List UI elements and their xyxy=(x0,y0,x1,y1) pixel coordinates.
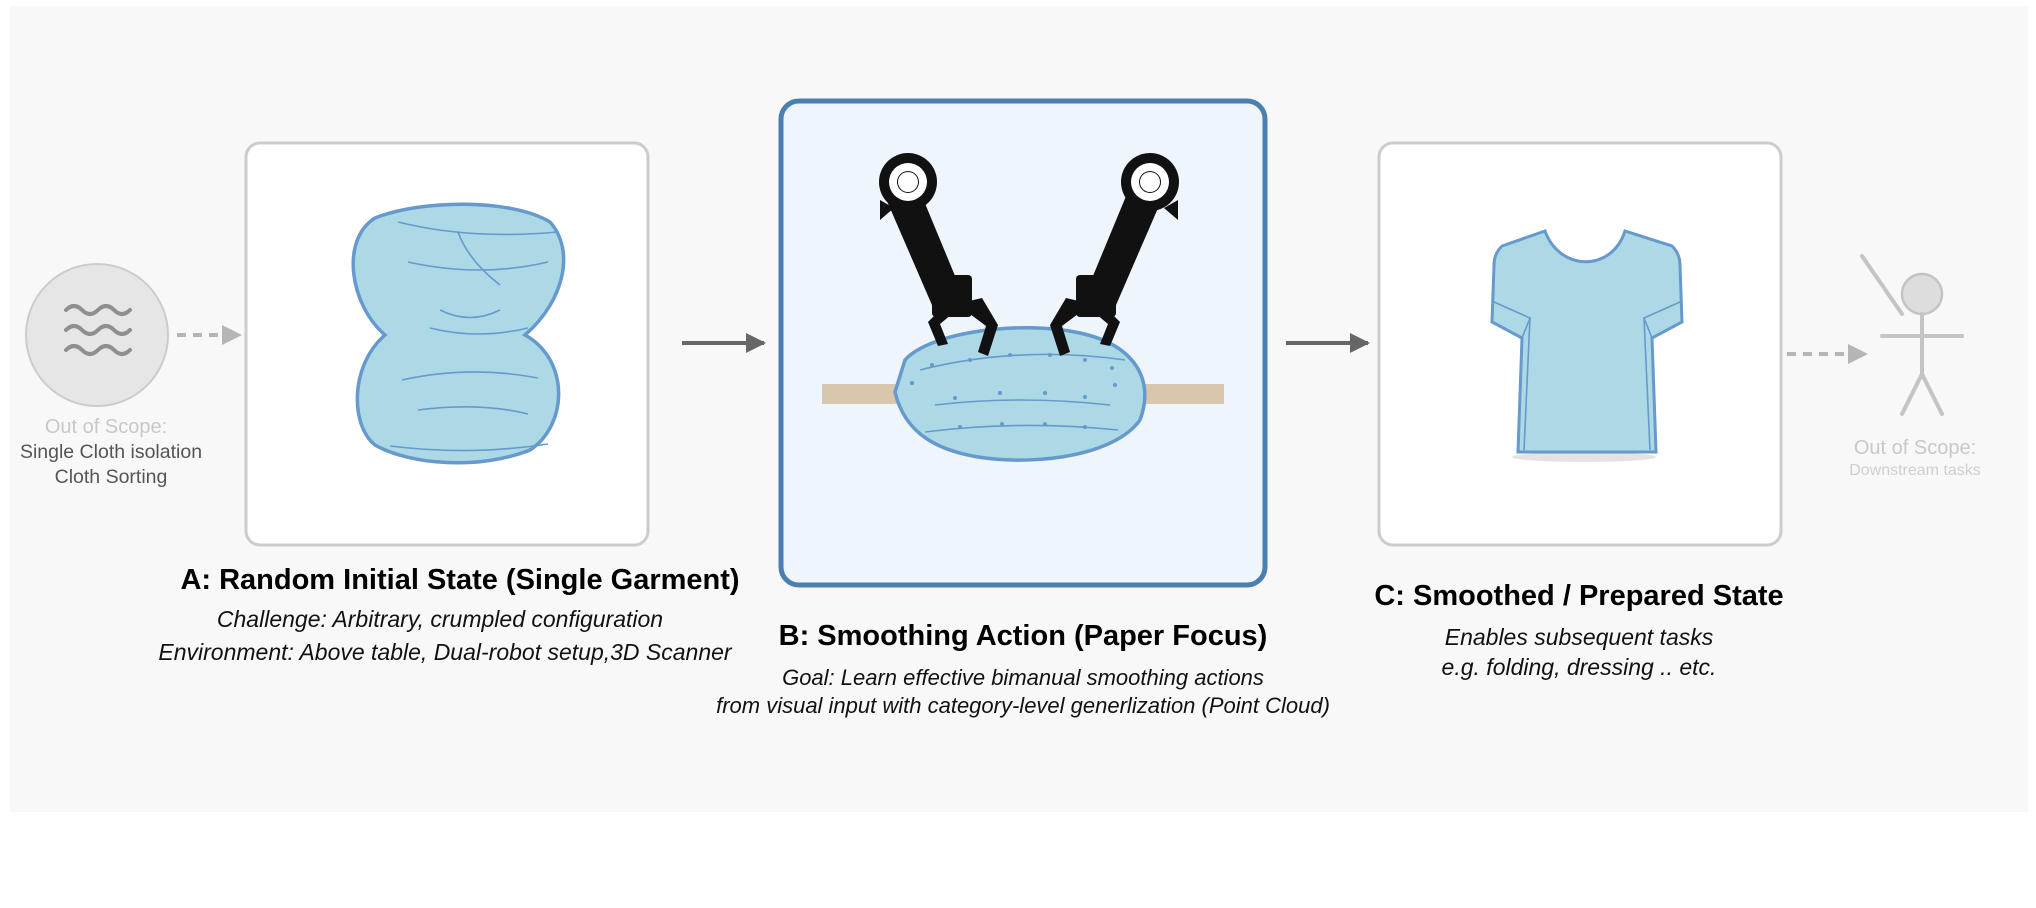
panel-c-title: C: Smoothed / Prepared State xyxy=(1374,580,1784,612)
wavy-lines-icon xyxy=(25,263,169,407)
left-scope-line-2: Cloth Sorting xyxy=(54,466,168,488)
left-scope-heading: Out of Scope: xyxy=(44,416,168,438)
left-scope-line-1: Single Cloth isolation xyxy=(19,441,203,463)
panel-a-line-2: Environment: Above table, Dual-robot set… xyxy=(158,639,732,665)
panel-c-line-1: Enables subsequent tasks xyxy=(1444,624,1714,650)
panel-a-title: A: Random Initial State (Single Garment) xyxy=(180,564,740,596)
tshirt-illustration xyxy=(1490,229,1684,462)
panel-b-line-1: Goal: Learn effective bimanual smoothing… xyxy=(782,665,1264,690)
right-scope-line-1: Downstream tasks xyxy=(1849,462,1981,479)
panel-a-line-1: Challenge: Arbitrary, crumpled configura… xyxy=(216,606,664,632)
panel-b-line-2: from visual input with category-level ge… xyxy=(716,693,1330,718)
crumpled-cloth-illustration xyxy=(351,202,566,465)
panel-c-line-2: e.g. folding, dressing .. etc. xyxy=(1441,654,1717,680)
bimanual-robot-illustration xyxy=(822,153,1224,462)
right-scope-heading: Out of Scope: xyxy=(1853,437,1977,459)
stick-figure-icon xyxy=(1860,254,1964,416)
panel-b-title: B: Smoothing Action (Paper Focus) xyxy=(778,620,1268,652)
